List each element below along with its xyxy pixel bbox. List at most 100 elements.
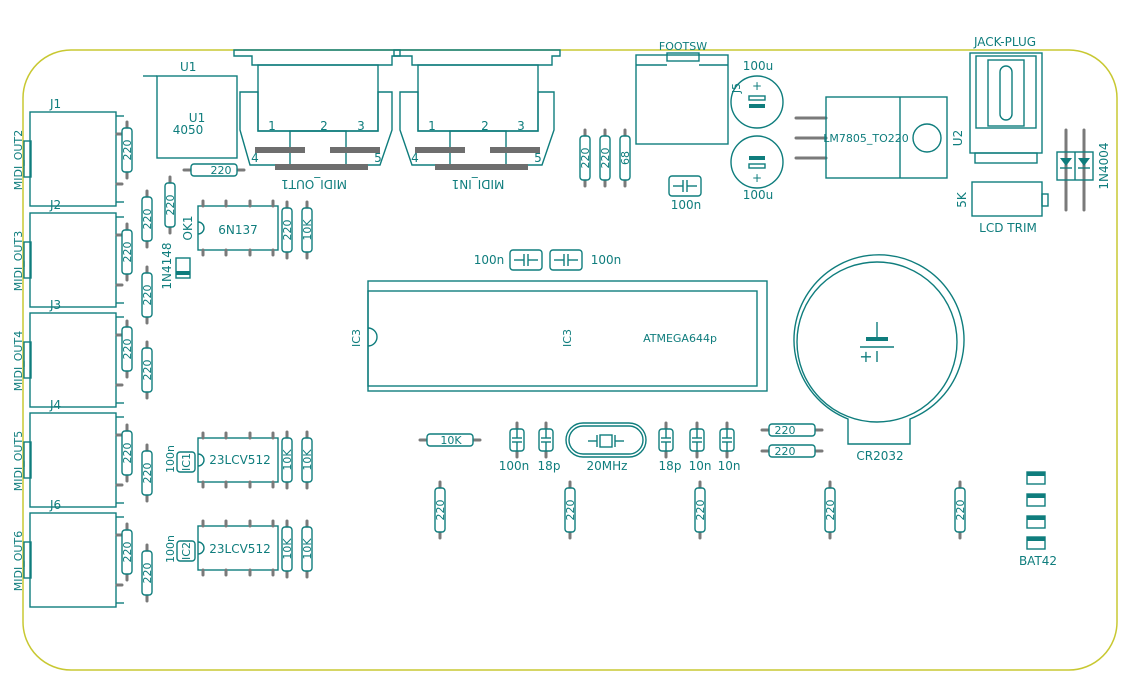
svg-text:+: + (859, 347, 872, 366)
svg-text:10n: 10n (689, 459, 712, 473)
diode-bat42: BAT42 (1019, 471, 1057, 568)
resistor-r-bottom3: 220 (693, 480, 707, 540)
svg-text:220: 220 (121, 140, 134, 161)
svg-text:100n: 100n (591, 253, 622, 267)
resistor-r-xtal-b: 220 (760, 443, 824, 459)
capacitor-18p-a: 18p (537, 421, 561, 473)
svg-text:220: 220 (121, 443, 134, 464)
svg-text:BAT42: BAT42 (1019, 554, 1057, 568)
svg-text:MIDI_OUT6: MIDI_OUT6 (12, 531, 25, 591)
svg-text:6N137: 6N137 (218, 223, 258, 237)
svg-text:2: 2 (320, 119, 328, 133)
svg-text:MIDI_OUT2: MIDI_OUT2 (12, 130, 25, 190)
svg-text:220: 220 (599, 148, 612, 169)
svg-text:10n: 10n (718, 459, 741, 473)
svg-text:4050: 4050 (173, 123, 204, 137)
svg-text:10K: 10K (281, 449, 294, 471)
svg-text:20MHz: 20MHz (587, 459, 628, 473)
svg-text:220: 220 (121, 242, 134, 263)
svg-text:J1: J1 (49, 97, 61, 111)
capacitor-10n-a: 10n (688, 421, 712, 473)
capacitor-100u-b: + 100u (730, 135, 784, 202)
footswitch: FOOTSW (635, 40, 729, 145)
svg-text:18p: 18p (659, 459, 682, 473)
chip-ic2: 23LCV512 IC2 100n (164, 519, 280, 577)
svg-text:68: 68 (619, 151, 632, 165)
resistor-r-j2b: 220 (163, 175, 177, 235)
svg-text:J6: J6 (49, 498, 61, 512)
svg-text:J2: J2 (49, 198, 61, 212)
svg-text:4: 4 (251, 151, 259, 165)
svg-text:100u: 100u (743, 59, 774, 73)
svg-text:220: 220 (141, 285, 154, 306)
svg-text:220: 220 (141, 209, 154, 230)
svg-text:23LCV512: 23LCV512 (209, 453, 270, 467)
svg-text:MIDI_OUT5: MIDI_OUT5 (12, 431, 25, 491)
connector-midi-in1: 1 2 3 4 5 MIDI_IN1 (393, 49, 561, 191)
svg-text:ATMEGA644p: ATMEGA644p (643, 332, 717, 345)
crystal-20mhz: 20MHz (565, 422, 647, 473)
svg-text:220: 220 (694, 500, 707, 521)
connector-j2: J2 MIDI_OUT3 (12, 198, 126, 309)
svg-text:LM7805_TO220: LM7805_TO220 (823, 132, 909, 145)
svg-text:10K: 10K (301, 449, 314, 471)
svg-text:100n: 100n (164, 535, 177, 563)
svg-text:100n: 100n (474, 253, 505, 267)
resistor-10k-ic2a: 10K (280, 519, 294, 579)
svg-text:MIDI_OUT1: MIDI_OUT1 (281, 177, 347, 191)
svg-text:5: 5 (374, 151, 382, 165)
svg-text:18p: 18p (538, 459, 561, 473)
connector-j3: J3 MIDI_OUT4 (12, 298, 126, 409)
resistor-r-fs1: 220 (578, 128, 592, 188)
resistor-r-j6b: 220 (140, 543, 154, 603)
svg-text:OK1: OK1 (181, 216, 195, 241)
svg-text:5K: 5K (955, 191, 969, 208)
regulator-u2: LM7805_TO220 U2 (794, 96, 965, 179)
svg-text:220: 220 (775, 445, 796, 458)
resistor-r-j3b: 220 (140, 265, 154, 325)
svg-text:220: 220 (434, 500, 447, 521)
svg-text:JACK-PLUG: JACK-PLUG (973, 35, 1036, 49)
capacitor-100n-ic3a: 100n (474, 249, 543, 271)
svg-text:CR2032: CR2032 (856, 449, 903, 463)
connector-j4: J4 MIDI_OUT5 (12, 398, 126, 509)
resistor-10k-ic2b: 10K (300, 519, 314, 579)
svg-text:23LCV512: 23LCV512 (209, 542, 270, 556)
svg-text:J5: J5 (730, 83, 743, 94)
svg-text:U1: U1 (189, 111, 205, 125)
svg-text:MIDI_OUT3: MIDI_OUT3 (12, 231, 25, 291)
svg-text:LCD TRIM: LCD TRIM (979, 221, 1037, 235)
svg-text:1N4148: 1N4148 (160, 242, 174, 289)
chip-ic1: 23LCV512 IC1 100n (164, 431, 280, 489)
resistor-r-j4b: 220 (140, 340, 154, 400)
battery-cr2032: + CR2032 (793, 254, 965, 463)
svg-text:10K: 10K (301, 538, 314, 560)
svg-text:220: 220 (564, 500, 577, 521)
resistor-r-j2a: 220 (140, 189, 154, 249)
svg-text:+: + (752, 79, 762, 93)
svg-text:100n: 100n (671, 198, 702, 212)
svg-text:220: 220 (121, 339, 134, 360)
connector-j6: J6 MIDI_OUT6 (12, 498, 126, 609)
resistor-r-bottom5: 220 (953, 480, 967, 540)
resistor-r-xtal-a: 220 (760, 422, 824, 438)
diode-1n4004: 1N4004 (1056, 128, 1111, 212)
svg-text:10K: 10K (440, 434, 462, 447)
svg-text:220: 220 (141, 360, 154, 381)
diode-1n4148: 1N4148 (160, 242, 191, 290)
svg-text:100n: 100n (499, 459, 530, 473)
svg-text:U2: U2 (951, 130, 965, 146)
svg-text:100n: 100n (164, 445, 177, 473)
svg-text:IC3: IC3 (561, 329, 574, 347)
svg-text:10K: 10K (281, 538, 294, 560)
resistor-r-j5b: 220 (140, 443, 154, 503)
svg-text:3: 3 (517, 119, 525, 133)
svg-text:220: 220 (141, 563, 154, 584)
capacitor-18p-b: 18p (657, 421, 682, 473)
connector-midi-out1: 1 2 3 4 5 MIDI_OUT1 (233, 49, 401, 191)
svg-text:220: 220 (775, 424, 796, 437)
svg-text:+: + (752, 171, 762, 185)
resistor-10k-xtal: 10K (418, 432, 482, 448)
svg-text:J4: J4 (49, 398, 61, 412)
svg-text:220: 220 (211, 164, 232, 177)
